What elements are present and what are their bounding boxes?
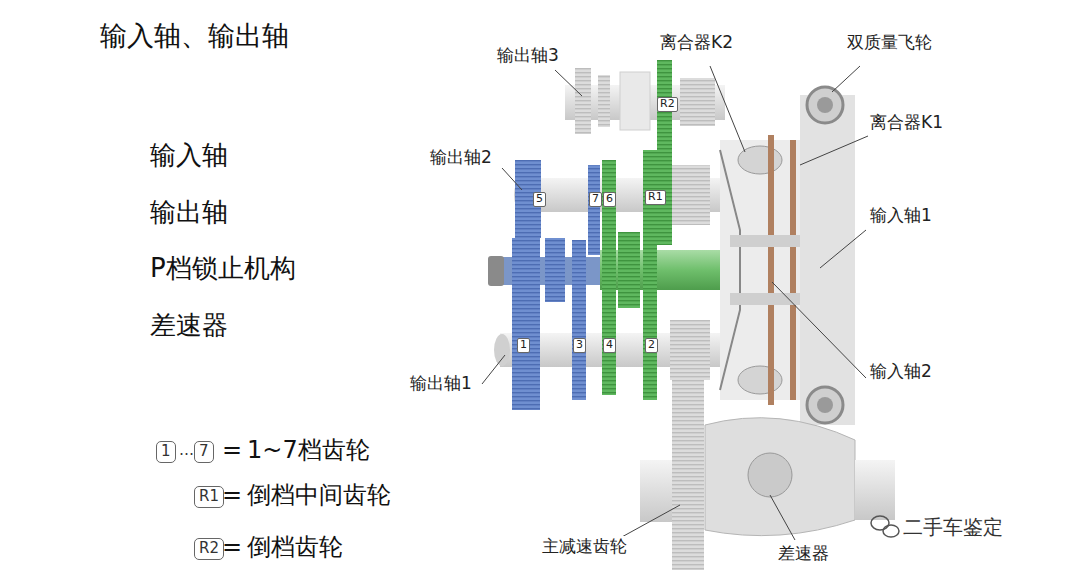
legend-sample: 1 (156, 441, 176, 463)
legend-sample: 7 (194, 441, 214, 463)
diagram-title: 输入轴、输出轴 (100, 20, 289, 52)
gear-number: 1 (517, 338, 530, 353)
part-label: 输出轴1 (408, 373, 474, 393)
equals-sign: = (222, 436, 242, 465)
part-label: 输入轴2 (868, 361, 934, 381)
legend-sample: R1 (194, 486, 224, 508)
legend-sample: … (179, 441, 194, 459)
part-label: 主减速齿轮 (540, 536, 629, 556)
part-label: 输出轴3 (495, 45, 561, 65)
gear-number: R2 (657, 97, 678, 112)
gear-number: 5 (533, 192, 546, 207)
part-label: 离合器K1 (868, 112, 945, 132)
part-label: 离合器K2 (658, 32, 735, 52)
gear-number: 4 (603, 338, 616, 353)
watermark: 二手车鉴定 (903, 515, 1003, 539)
section-item: 输出轴 (150, 197, 228, 228)
part-label: 差速器 (776, 543, 831, 563)
gear-number: 7 (589, 192, 602, 207)
section-item: 差速器 (150, 310, 228, 341)
legend-sample: R2 (194, 538, 224, 560)
gear-number: 3 (573, 338, 586, 353)
part-label: 双质量飞轮 (845, 32, 934, 52)
legend-text: 1~7档齿轮 (247, 436, 370, 465)
equals-sign: = (222, 533, 242, 562)
part-label: 输入轴1 (868, 205, 934, 225)
part-label: 输出轴2 (428, 147, 494, 167)
legend-text: 倒档中间齿轮 (247, 481, 391, 510)
gear-number: 2 (645, 338, 658, 353)
legend-text: 倒档齿轮 (247, 533, 343, 562)
gear-number: 6 (603, 192, 616, 207)
section-item: 输入轴 (150, 140, 228, 171)
gear-number: R1 (645, 190, 666, 205)
equals-sign: = (222, 481, 242, 510)
section-item: P档锁止机构 (150, 253, 296, 284)
